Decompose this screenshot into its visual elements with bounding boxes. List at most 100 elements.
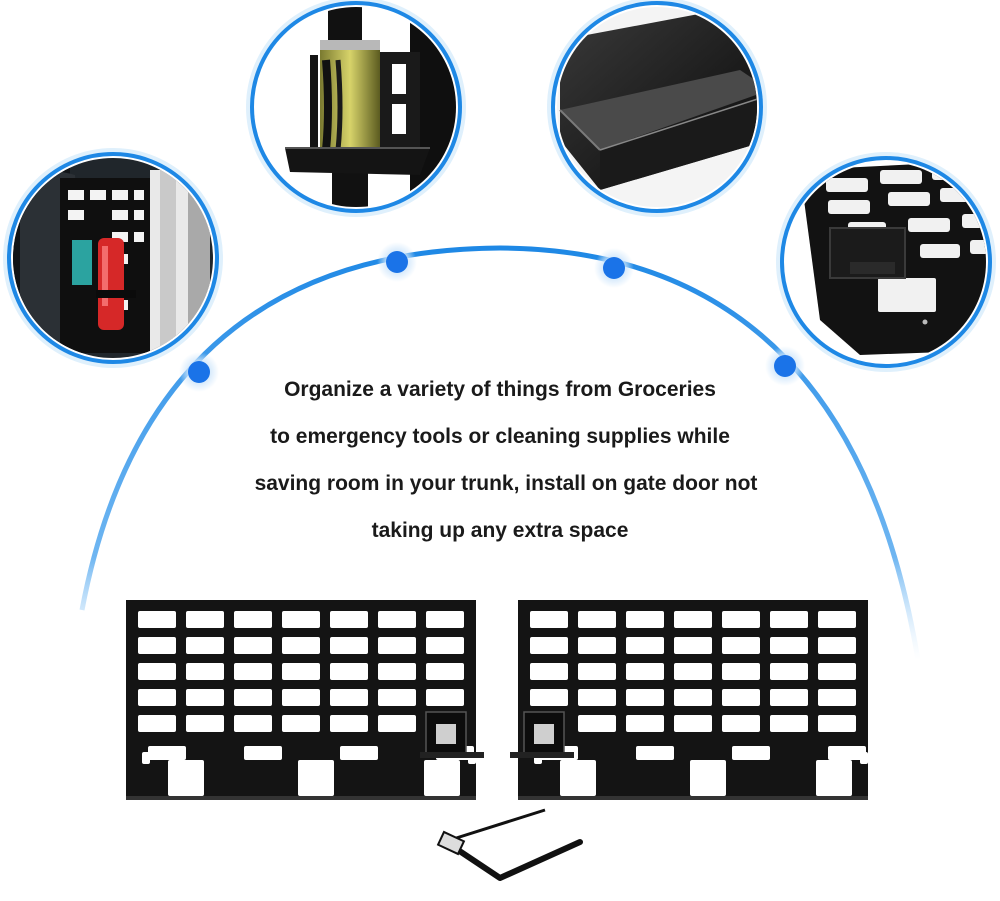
panel-slot <box>282 663 320 680</box>
panel-slot <box>244 746 282 760</box>
bent-edge-detail <box>547 0 767 217</box>
panel-slot <box>148 746 186 760</box>
panel-slot <box>818 715 856 732</box>
panel-slot <box>138 637 176 654</box>
panel-slot <box>330 637 368 654</box>
mounting-hook-tool <box>436 808 583 881</box>
panel-slot <box>330 663 368 680</box>
panel-slot <box>424 760 460 796</box>
panel-slot <box>142 752 150 764</box>
panel-slot <box>578 715 616 732</box>
panel-slot <box>340 746 378 760</box>
panel-slot <box>674 689 712 706</box>
panel-slot <box>626 637 664 654</box>
panel-slot <box>138 715 176 732</box>
panel-slot <box>234 637 272 654</box>
panel-slot <box>426 689 464 706</box>
panel-slot <box>378 637 416 654</box>
arc-marker-right <box>765 346 805 386</box>
panel-slot <box>426 663 464 680</box>
panel-slot <box>626 715 664 732</box>
panel-slot <box>426 611 464 628</box>
panel-slot <box>186 611 224 628</box>
caption-line-2: to emergency tools or cleaning supplies … <box>270 425 730 448</box>
panel-slot <box>578 663 616 680</box>
panel-slot <box>330 689 368 706</box>
panel-slot <box>138 663 176 680</box>
panel-slot <box>828 746 866 760</box>
panel-slot <box>378 611 416 628</box>
hook-accessory-detail <box>776 152 996 372</box>
panel-slot <box>378 715 416 732</box>
panel-slot <box>816 760 852 796</box>
panel-slot <box>138 689 176 706</box>
panel-slot <box>626 689 664 706</box>
panel-slot <box>282 715 320 732</box>
panel-slot <box>282 689 320 706</box>
panel-slot <box>722 715 760 732</box>
panel-slot <box>626 663 664 680</box>
panel-slot <box>818 637 856 654</box>
panel-slot <box>818 689 856 706</box>
panel-slot <box>530 663 568 680</box>
panel-slot <box>722 611 760 628</box>
caption-line-3: saving room in your trunk, install on ga… <box>254 472 758 495</box>
arc-marker-center-right <box>594 248 634 288</box>
panel-slot <box>186 715 224 732</box>
right-panel-bracket <box>510 711 574 758</box>
panel-slot <box>186 637 224 654</box>
panel-slot <box>626 611 664 628</box>
panel-slot <box>530 637 568 654</box>
left-panel-bracket <box>420 711 484 758</box>
panel-slot <box>282 611 320 628</box>
arc-marker-left <box>179 352 219 392</box>
panel-slot <box>636 746 674 760</box>
panel-slot <box>722 637 760 654</box>
panel-slot <box>674 637 712 654</box>
cup-holder-detail <box>246 0 466 217</box>
panel-slot <box>560 760 596 796</box>
panel-slot <box>770 663 808 680</box>
panel-slot <box>770 637 808 654</box>
arc-marker-center-left <box>377 242 417 282</box>
panel-slot <box>818 611 856 628</box>
panel-slot <box>168 760 204 796</box>
panel-slot <box>732 746 770 760</box>
fire-extinguisher-detail <box>3 148 223 368</box>
panel-slot <box>234 689 272 706</box>
panel-slot <box>674 663 712 680</box>
panel-slot <box>722 663 760 680</box>
panel-slot <box>770 689 808 706</box>
caption-line-4: taking up any extra space <box>371 519 629 542</box>
panel-slot <box>298 760 334 796</box>
panel-slot <box>378 663 416 680</box>
panel-slot <box>722 689 760 706</box>
panel-slot <box>138 611 176 628</box>
panel-slot <box>674 611 712 628</box>
panel-slots <box>138 611 868 796</box>
panel-slot <box>330 611 368 628</box>
panel-slot <box>860 752 868 764</box>
panel-slot <box>770 715 808 732</box>
panel-slot <box>378 689 416 706</box>
panel-slot <box>234 611 272 628</box>
connector-arc <box>79 245 921 661</box>
panel-slot <box>690 760 726 796</box>
panel-slot <box>282 637 320 654</box>
panel-slot <box>330 715 368 732</box>
panel-slot <box>234 715 272 732</box>
panel-slot <box>186 689 224 706</box>
panel-slot <box>426 637 464 654</box>
caption-line-1: Organize a variety of things from Grocer… <box>284 378 716 401</box>
panel-slot <box>674 715 712 732</box>
panel-slot <box>818 663 856 680</box>
panel-slot <box>578 611 616 628</box>
panel-slot <box>186 663 224 680</box>
panel-slot <box>578 689 616 706</box>
panel-slot <box>530 611 568 628</box>
panel-slot <box>530 689 568 706</box>
panel-slot <box>770 611 808 628</box>
panel-slot <box>578 637 616 654</box>
